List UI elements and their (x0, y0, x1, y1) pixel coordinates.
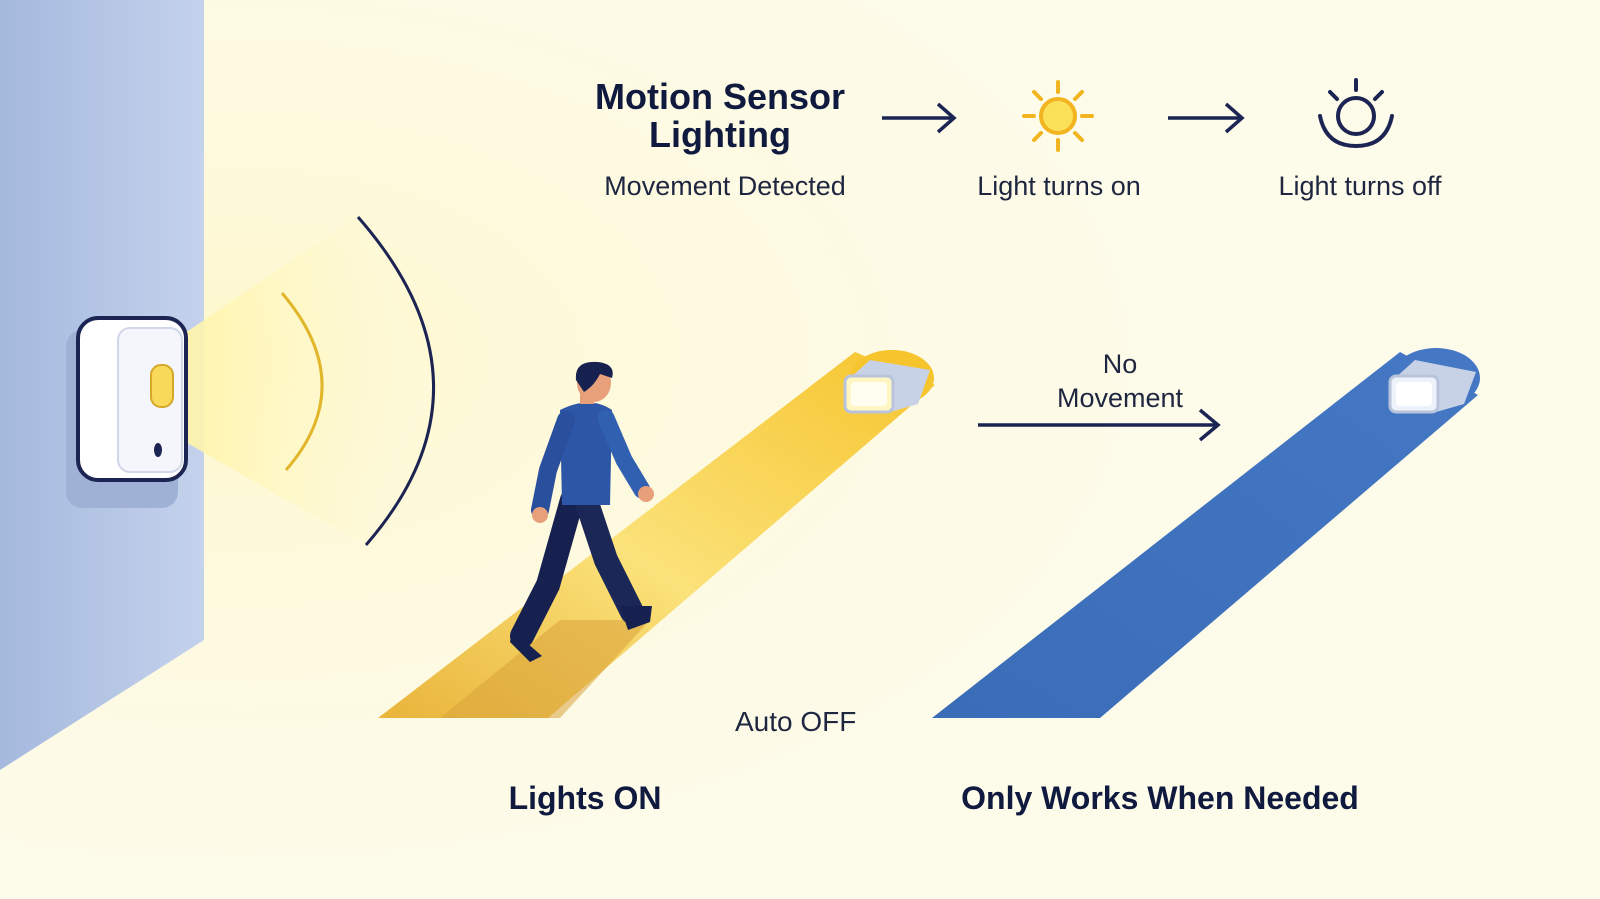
person-shadow (440, 620, 650, 718)
arrow-no-movement (978, 408, 1221, 442)
page-title: Motion Sensor Lighting (560, 78, 880, 154)
label-only-works-when-needed: Only Works When Needed (961, 780, 1359, 816)
title-line-1: Motion Sensor (595, 76, 845, 117)
sensor-beam (182, 215, 435, 545)
detection-arc-outer (356, 216, 435, 546)
motion-sensor-icon (66, 316, 188, 508)
lamp-off-icon (1388, 360, 1476, 414)
label-light-turns-off: Light turns off (1278, 171, 1442, 201)
label-no-movement: No Movement (1020, 347, 1220, 415)
sun-icon (1022, 80, 1094, 152)
label-auto-off: Auto OFF (735, 706, 857, 737)
label-movement-detected: Movement Detected (604, 171, 846, 201)
no-movement-line-2: Movement (1056, 383, 1184, 413)
label-lights-on: Lights ON (508, 780, 662, 816)
walking-person (510, 361, 654, 662)
light-off-icon (1318, 78, 1394, 149)
lamp-on-icon (843, 360, 930, 414)
arrow-detect-to-on (882, 102, 957, 134)
arrow-on-to-off (1168, 102, 1245, 134)
detection-arc-inner (280, 292, 324, 471)
no-movement-line-1: No (1102, 349, 1138, 379)
label-light-turns-on: Light turns on (977, 171, 1141, 201)
title-line-2: Lighting (649, 114, 791, 155)
unlit-path (932, 352, 1478, 718)
